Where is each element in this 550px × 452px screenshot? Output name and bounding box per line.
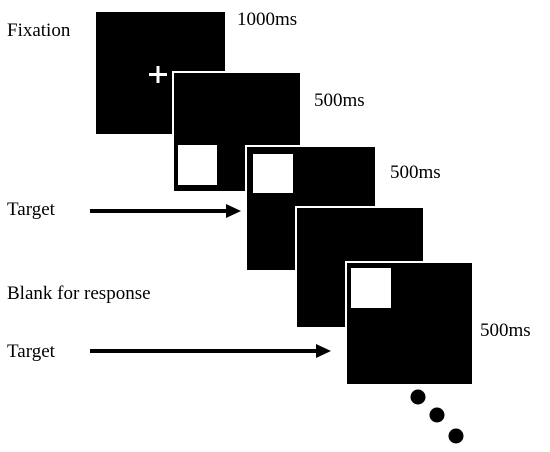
stimulus-square — [178, 145, 217, 185]
label-fixation: Fixation — [7, 20, 71, 41]
label-blank-for-response: Blank for response — [7, 283, 151, 304]
duration-screen-5: 500ms — [480, 320, 531, 341]
duration-screen-3: 500ms — [390, 162, 441, 183]
arrow-target-2 — [90, 344, 331, 358]
plus-icon — [149, 66, 167, 83]
label-target-2: Target — [7, 341, 56, 362]
screen-5 — [345, 261, 474, 386]
ellipsis-dots-icon — [410, 389, 464, 444]
duration-screen-2: 500ms — [314, 90, 365, 111]
stimulus-square — [253, 154, 293, 193]
stimulus-square — [351, 268, 391, 308]
duration-fixation: 1000ms — [237, 9, 297, 30]
label-target-1: Target — [7, 199, 56, 220]
arrow-target-1 — [90, 204, 241, 218]
